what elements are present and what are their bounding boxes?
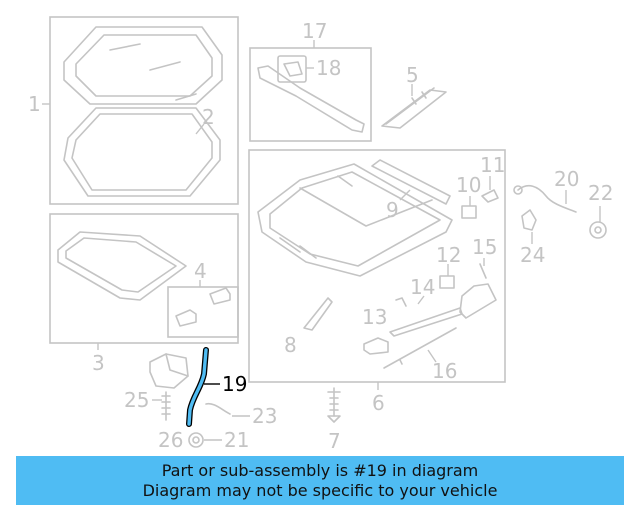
banner-line-1: Part or sub-assembly is #19 in diagram — [161, 460, 479, 480]
bolt-part-7 — [327, 387, 341, 423]
callout-6: 6 — [372, 391, 385, 415]
shade-panel-part-3 — [57, 231, 187, 301]
frame-assembly-part-6 — [257, 163, 453, 277]
group-box-4 — [167, 286, 239, 338]
callout-20: 20 — [554, 167, 579, 191]
callout-1: 1 — [28, 92, 41, 116]
motor-part-13 — [363, 337, 389, 355]
bracket-part-18 — [277, 55, 307, 83]
banner-line-2: Diagram may not be specific to your vehi… — [142, 480, 498, 500]
hose-part-20 — [517, 184, 577, 213]
callout-4: 4 — [194, 259, 207, 283]
callout-7: 7 — [328, 429, 341, 453]
parts-diagram: 1 2 3 4 5 6 7 8 9 10 11 12 13 14 15 16 1… — [28, 16, 613, 453]
callout-25: 25 — [124, 388, 149, 412]
callout-22: 22 — [588, 181, 613, 205]
callout-11: 11 — [480, 153, 505, 177]
callout-3: 3 — [92, 351, 105, 375]
clip-part-24 — [521, 209, 537, 231]
info-banner: Part or sub-assembly is #19 in diagram D… — [16, 456, 624, 505]
callout-26: 26 — [158, 428, 183, 452]
glass-panel-part-1 — [63, 26, 223, 105]
callout-19: 19 — [222, 372, 247, 396]
callout-24: 24 — [520, 243, 545, 267]
group-box-6 — [248, 149, 506, 383]
group-box-17 — [249, 47, 372, 142]
trim-strip-part-8 — [303, 297, 333, 331]
callout-23: 23 — [252, 404, 277, 428]
cable-part-16 — [383, 327, 457, 369]
group-box-1 — [49, 16, 239, 205]
callout-13: 13 — [362, 305, 387, 329]
clip-part-11 — [481, 189, 499, 203]
callout-2: 2 — [202, 105, 215, 129]
block-part-12 — [439, 275, 455, 289]
callout-17: 17 — [302, 19, 327, 43]
callout-14: 14 — [410, 275, 435, 299]
grommet-part-21 — [188, 432, 204, 448]
callout-21: 21 — [224, 428, 249, 452]
rail-part-9 — [371, 159, 451, 205]
callout-10: 10 — [456, 173, 481, 197]
trim-part-17 — [257, 65, 365, 133]
leader-16 — [427, 349, 437, 363]
callout-16: 16 — [432, 359, 457, 383]
callout-9: 9 — [386, 198, 399, 222]
callout-8: 8 — [284, 333, 297, 357]
callout-15: 15 — [472, 235, 497, 259]
seal-part-2 — [63, 107, 221, 197]
clips-part-4 — [175, 287, 231, 327]
bolt-part-26 — [161, 391, 171, 421]
module-part-25 — [149, 353, 189, 389]
leader-9 — [399, 189, 411, 201]
callout-18: 18 — [316, 56, 341, 80]
clip-part-22 — [589, 221, 607, 239]
hose-part-23 — [205, 402, 231, 415]
bracket-part-10 — [461, 205, 477, 219]
callout-12: 12 — [436, 243, 461, 267]
guide-part-15 — [459, 283, 497, 319]
callout-5: 5 — [406, 63, 419, 87]
rail-part-5 — [381, 87, 447, 129]
drain-tube-part-19 — [187, 348, 208, 426]
group-box-3 — [49, 213, 239, 344]
leader-14 — [417, 295, 425, 305]
leader-2 — [195, 123, 205, 135]
